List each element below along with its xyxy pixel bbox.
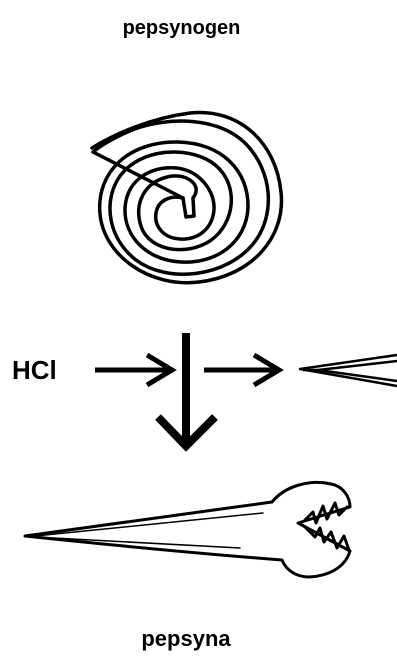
pepsin-jaws-icon <box>25 482 350 577</box>
pepsinogen-coil-icon <box>92 113 281 283</box>
cleaved-fragment-icon <box>300 355 397 386</box>
down-arrow-icon <box>158 333 215 446</box>
hcl-arrow-icon <box>95 355 172 385</box>
right-arrow-icon <box>204 355 279 385</box>
